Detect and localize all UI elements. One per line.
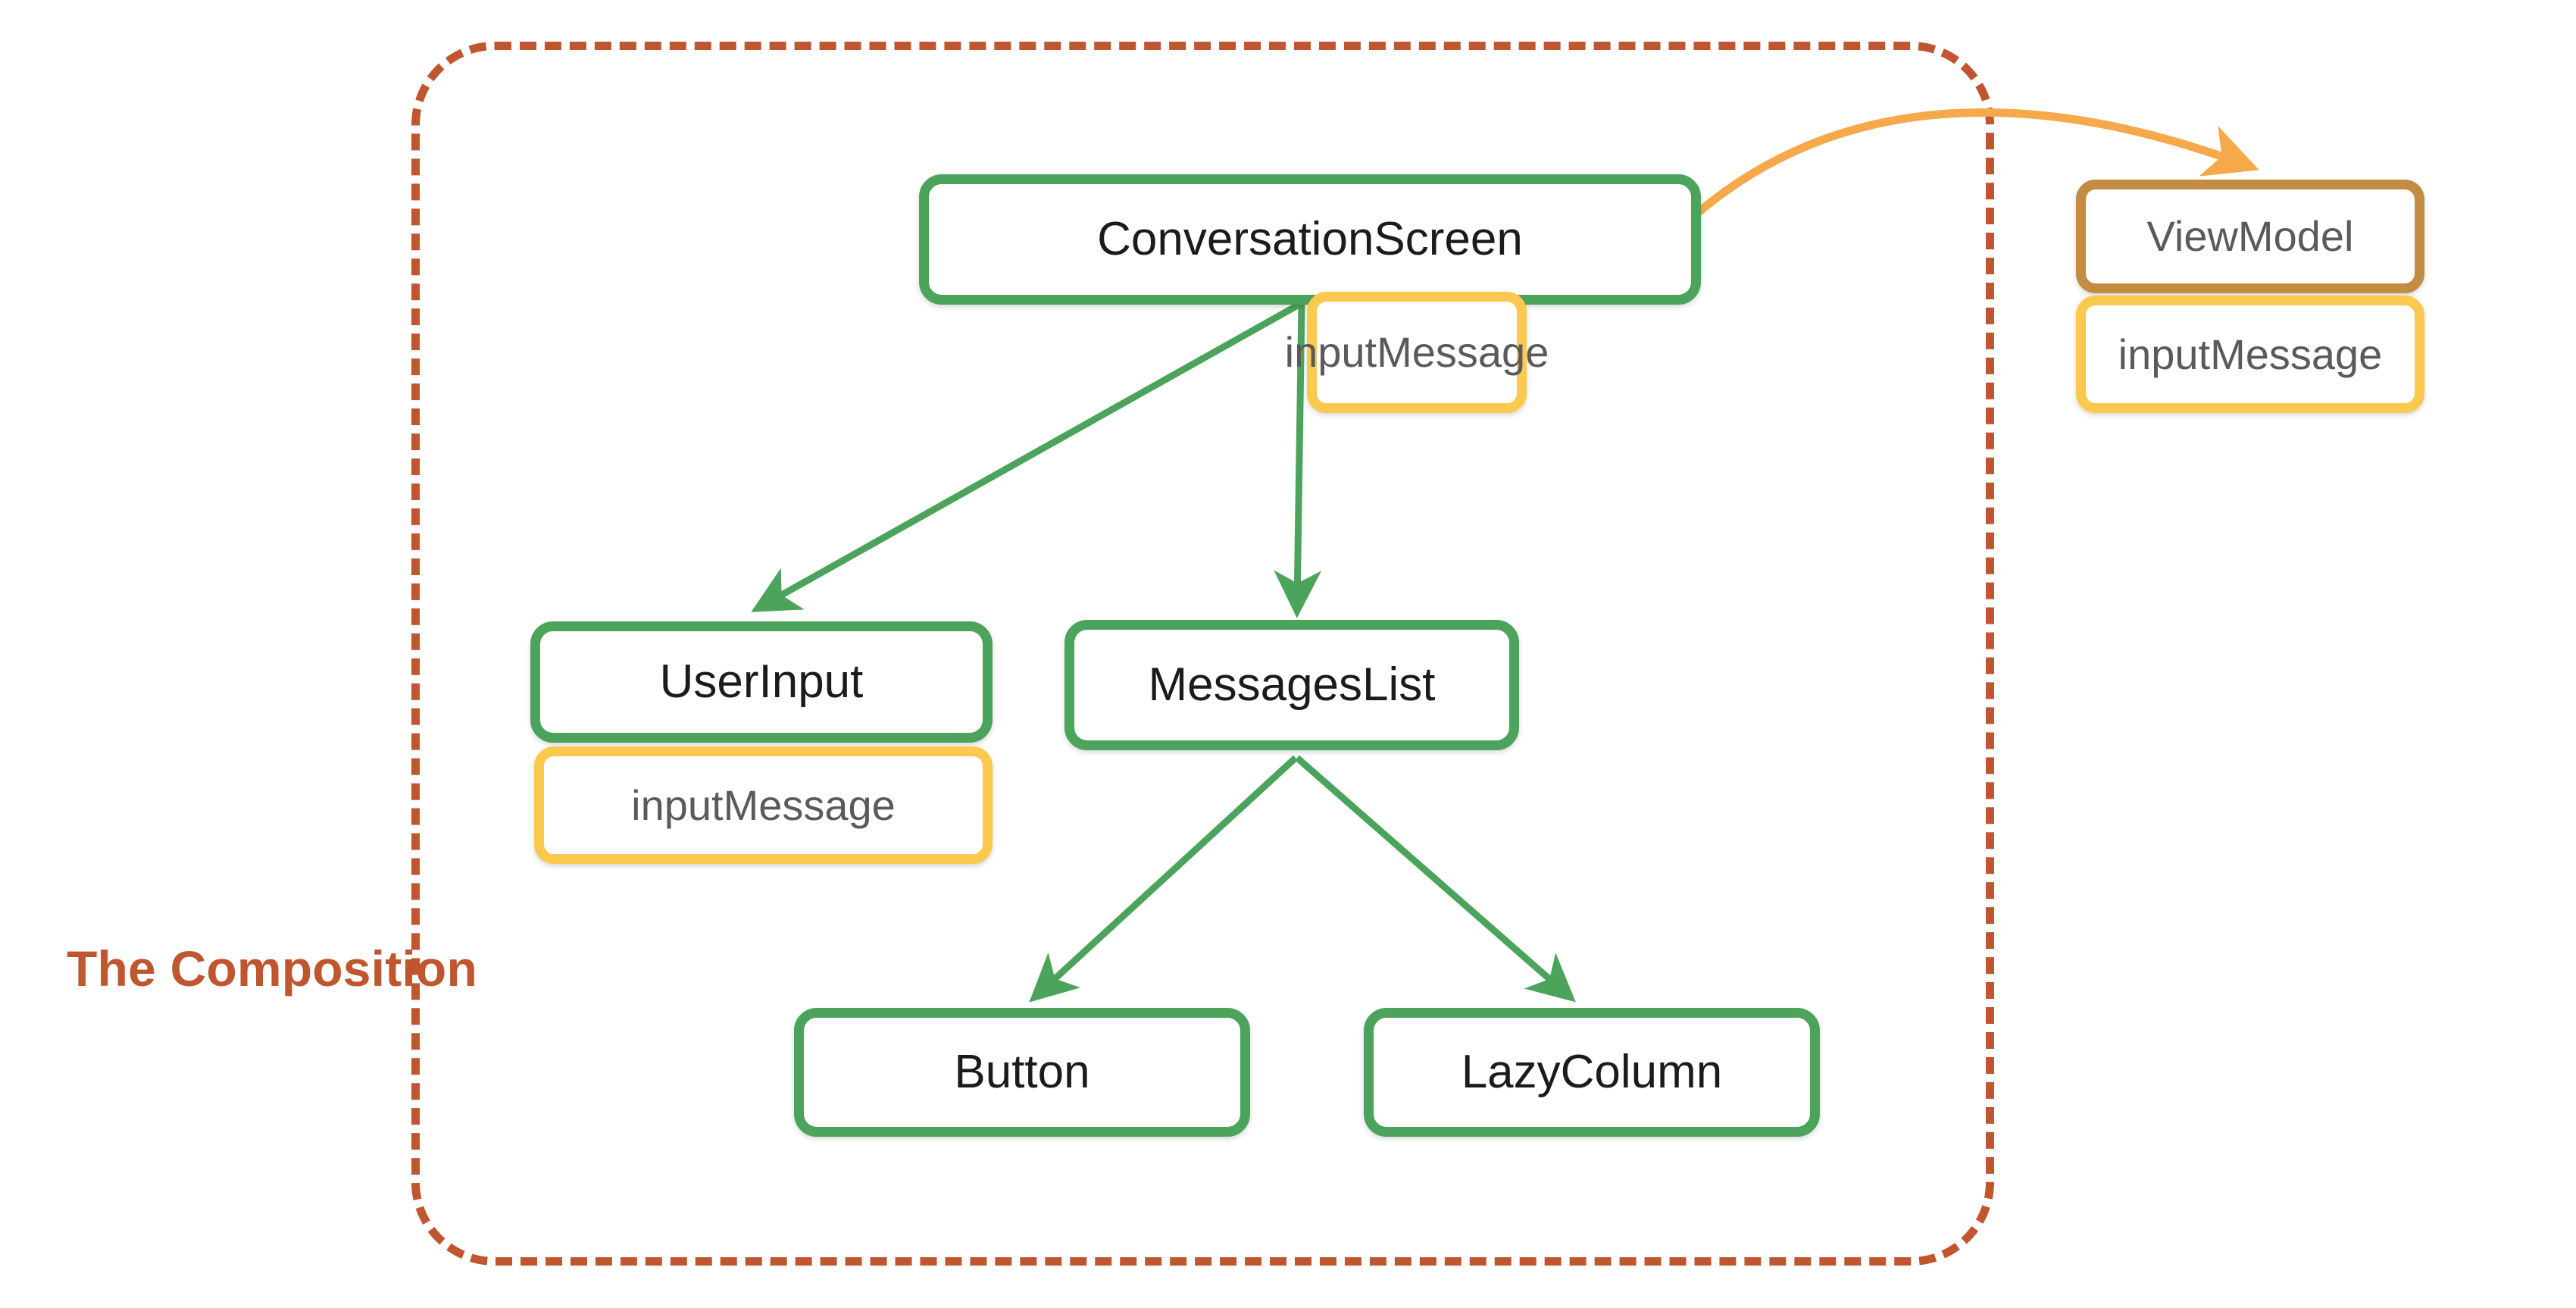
node-label: ConversationScreen — [1097, 213, 1523, 265]
node-conversation-screen-state[interactable]: inputMessage — [1285, 292, 1549, 413]
node-button[interactable]: Button — [794, 1008, 1250, 1137]
node-label: inputMessage — [631, 781, 896, 829]
node-user-input-state[interactable]: inputMessage — [534, 746, 993, 864]
composition-boundary — [411, 42, 1994, 1266]
node-label: inputMessage — [1284, 328, 1549, 376]
node-messages-list[interactable]: MessagesList — [1064, 620, 1519, 750]
node-label: MessagesList — [1148, 659, 1436, 711]
node-view-model[interactable]: ViewModel — [2076, 180, 2424, 293]
node-view-model-state[interactable]: inputMessage — [2076, 296, 2424, 413]
composition-boundary-label: The Composition — [67, 940, 477, 997]
node-label: UserInput — [659, 656, 864, 708]
node-label: LazyColumn — [1461, 1046, 1723, 1098]
node-user-input[interactable]: UserInput — [530, 621, 993, 743]
node-lazy-column[interactable]: LazyColumn — [1364, 1008, 1820, 1137]
node-conversation-screen[interactable]: ConversationScreen — [919, 174, 1701, 305]
node-label: ViewModel — [2146, 212, 2354, 260]
node-label: inputMessage — [2118, 330, 2383, 378]
node-label: Button — [954, 1046, 1090, 1098]
